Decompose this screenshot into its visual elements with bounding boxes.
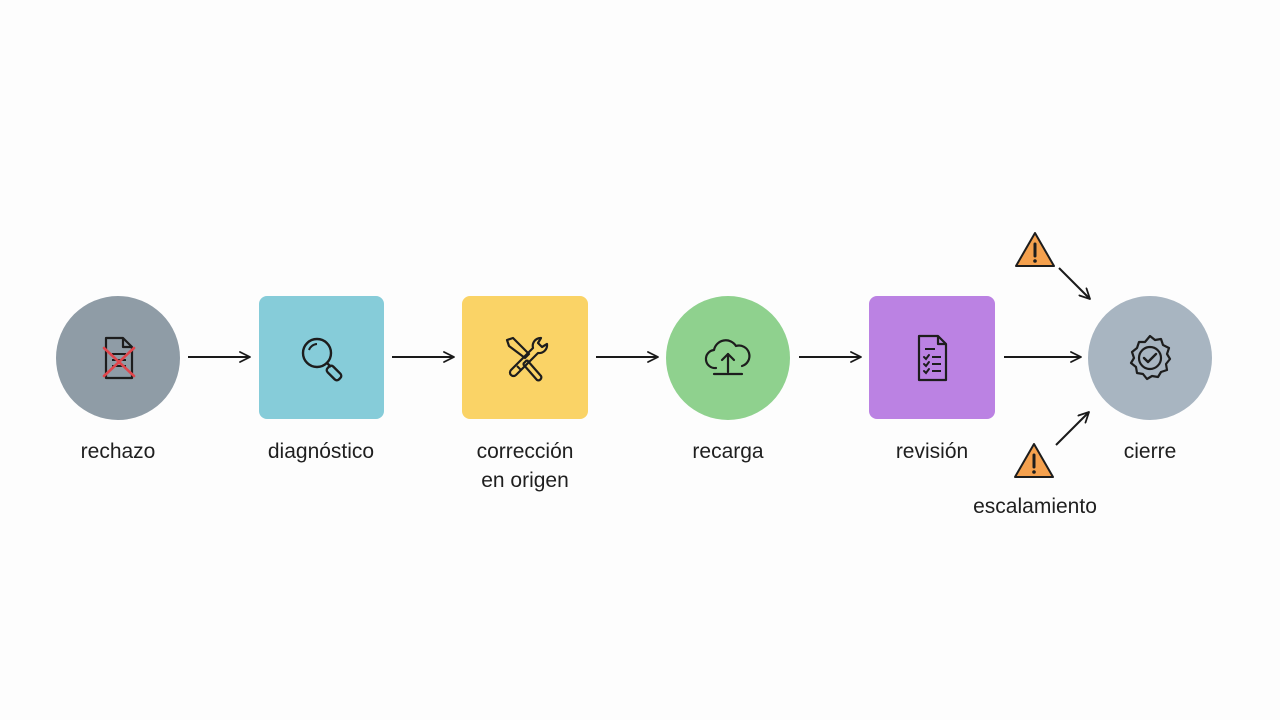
cloud-upload-icon: [704, 339, 751, 376]
tools-icon: [505, 336, 549, 381]
label-diagnostico: diagnóstico: [267, 440, 375, 463]
magnifier-icon: [301, 337, 342, 381]
arrow-escalation-bottom: [1055, 411, 1090, 446]
label-recarga: recarga: [692, 440, 764, 463]
step-rechazo: [56, 296, 180, 420]
step-correccion: [462, 296, 588, 419]
step-recarga: [666, 296, 790, 420]
step-cierre: [1088, 296, 1212, 420]
label-cierre: cierre: [1123, 440, 1177, 463]
rejected-document-icon: [102, 336, 136, 380]
warning-icon: [1015, 232, 1055, 267]
label-revision: revisión: [895, 440, 969, 463]
step-diagnostico: [259, 296, 384, 419]
checklist-icon: [917, 334, 948, 381]
label-correccion: corrección en origen: [476, 440, 574, 492]
label-rechazo: rechazo: [80, 440, 156, 463]
label-escalamiento: escalamiento: [973, 495, 1097, 518]
verified-badge-icon: [1129, 334, 1172, 381]
warning-icon: [1014, 443, 1054, 478]
arrow-escalation-top: [1058, 267, 1091, 300]
step-revision: [869, 296, 995, 419]
